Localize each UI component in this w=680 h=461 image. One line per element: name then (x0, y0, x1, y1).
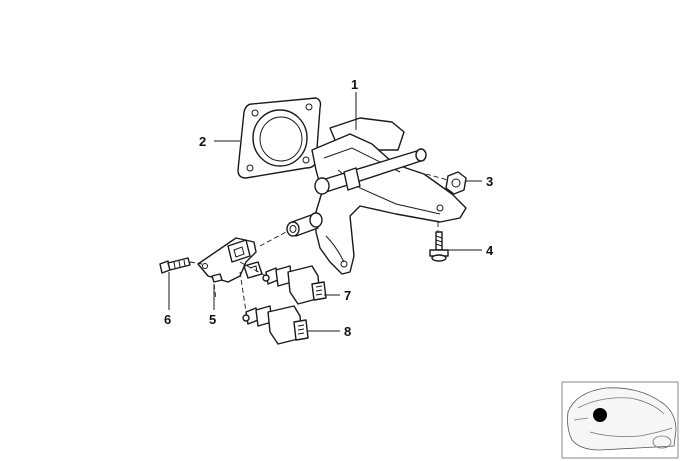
car-location-icon (567, 387, 677, 451)
callout-labels: 1 2 3 4 5 6 7 8 (164, 77, 494, 339)
car-location-thumbnail[interactable] (561, 381, 679, 459)
assembly-guide-lines (189, 173, 449, 313)
callout-5: 5 (209, 312, 216, 327)
leader-lines (168, 92, 482, 332)
callout-6: 6 (164, 312, 171, 327)
part-5-switch-holder[interactable] (197, 237, 263, 301)
callout-1: 1 (351, 77, 358, 92)
callout-2: 2 (199, 134, 206, 149)
location-marker-icon (593, 408, 607, 422)
callout-8: 8 (344, 324, 351, 339)
part-3-nut[interactable] (445, 171, 467, 195)
part-4-screw[interactable] (429, 231, 449, 262)
part-8-switch[interactable] (242, 305, 309, 345)
part-6-bolt[interactable] (159, 257, 191, 274)
callout-3: 3 (486, 174, 493, 189)
part-7-switch[interactable] (262, 265, 327, 305)
part-2-gasket[interactable] (237, 97, 322, 179)
callout-4: 4 (486, 243, 494, 258)
callout-7: 7 (344, 288, 351, 303)
part-1-pedal-bracket[interactable] (286, 117, 467, 275)
